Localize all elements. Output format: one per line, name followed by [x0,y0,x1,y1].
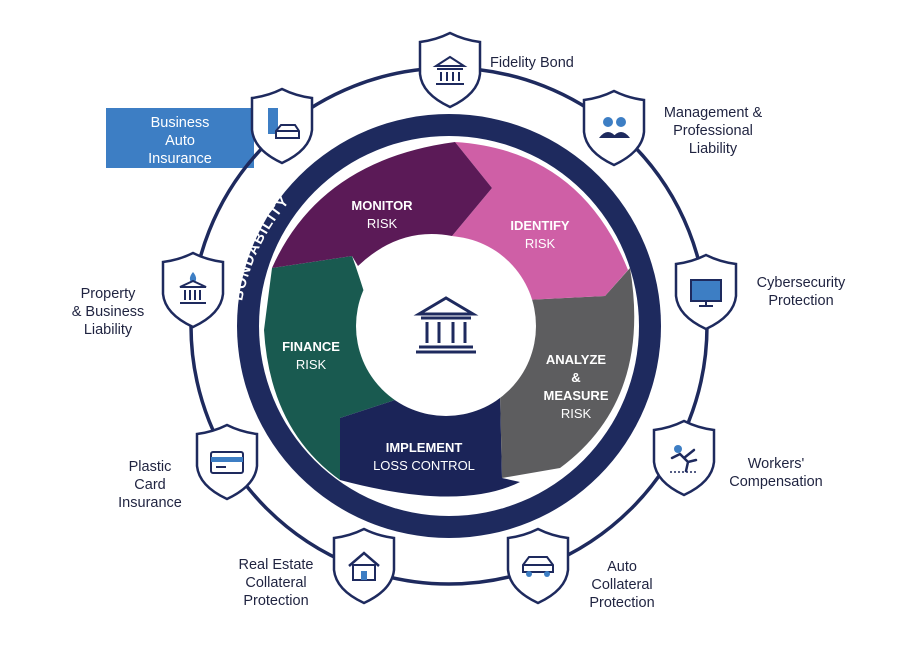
segment-implement [340,392,520,497]
falling-person-icon [670,445,698,473]
business-auto-highlight: Business Auto Insurance [106,108,254,168]
svg-text:ANALYZE: ANALYZE [546,352,607,367]
segment-label-implement: IMPLEMENT LOSS CONTROL [373,440,475,473]
segment-label-analyze: ANALYZE & MEASURE RISK [543,352,608,421]
shield-auto-collateral [506,527,570,605]
building-fire-icon [179,272,207,304]
house-icon [348,551,380,581]
shield-real-estate [332,527,396,605]
segment-identify [452,142,628,300]
bank-icon [413,296,479,354]
shield-cyber [674,253,738,331]
svg-text:MONITOR: MONITOR [351,198,413,213]
product-label-real-estate: Real Estate Collateral Protection [238,557,314,609]
center-hub [356,236,536,416]
product-label-workers: Workers' Compensation [729,456,823,490]
product-label-cyber: Cybersecurity Protection [756,275,846,309]
svg-text:RISK: RISK [296,357,327,372]
product-label-plastic-card: Plastic Card Insurance [118,459,182,511]
shield-plastic-card [195,423,259,501]
credit-card-icon [210,451,244,474]
segment-label-finance: FINANCE RISK [282,339,340,372]
segment-label-monitor: MONITOR RISK [351,198,413,231]
shield-property [161,251,225,329]
svg-text:LOSS CONTROL: LOSS CONTROL [373,458,475,473]
people-icon [599,117,630,138]
shield-business-auto [250,87,314,165]
shield-workers [652,419,716,497]
product-label-property: Property & Business Liability [71,286,145,338]
svg-text:RISK: RISK [561,406,592,421]
svg-text:RISK: RISK [525,236,556,251]
svg-text:IMPLEMENT: IMPLEMENT [386,440,463,455]
product-label-fidelity: Fidelity Bond [490,55,574,71]
svg-text:FINANCE: FINANCE [282,339,340,354]
svg-text:&: & [571,370,580,385]
business-auto-label: Business Auto Insurance [148,115,212,167]
segment-label-identify: IDENTIFY RISK [510,218,570,251]
segment-monitor [272,142,492,268]
shield-management [582,89,646,167]
product-label-management: Management & Professional Liability [663,105,763,157]
shield-fidelity [418,31,482,109]
monitor-icon [690,279,722,307]
svg-text:RISK: RISK [367,216,398,231]
product-label-auto-collateral: Auto Collateral Protection [589,559,655,611]
svg-text:MEASURE: MEASURE [543,388,608,403]
car-icon [522,556,554,577]
bank-icon [432,55,468,85]
building-car-icon [268,108,300,139]
svg-text:IDENTIFY: IDENTIFY [510,218,570,233]
